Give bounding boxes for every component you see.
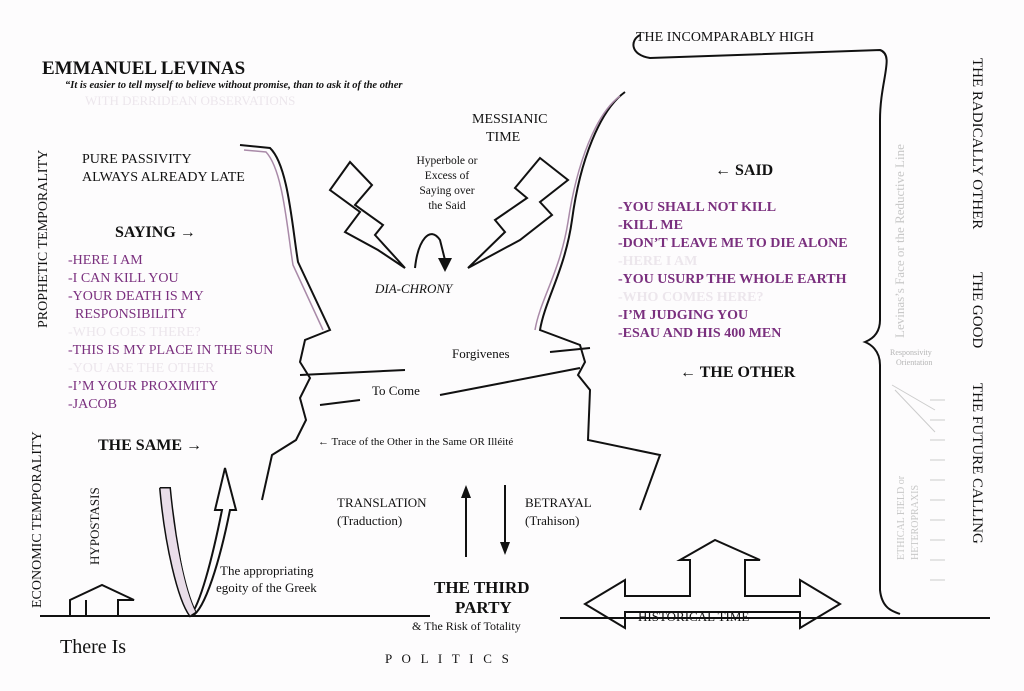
quote: “It is easier to tell myself to believe …	[65, 80, 403, 91]
historical-time-label: HISTORICAL TIME	[638, 609, 750, 624]
egoity-label: egoity of the Greek	[216, 580, 317, 595]
the-same-label: THE SAME →	[98, 437, 203, 454]
saying-list: -HERE I AM-I CAN KILL YOU-YOUR DEATH IS …	[68, 253, 274, 412]
orientation-label: Orientation	[896, 358, 933, 367]
future-calling-label: THE FUTURE CALLING	[969, 383, 985, 544]
radically-other-label: THE RADICALLY OTHER	[969, 58, 985, 230]
to-come-label: To Come	[372, 383, 420, 398]
face-reductive-line-label: Levinas’s Face or the Reductive Line	[892, 144, 907, 338]
messianic-label: MESSIANIC	[472, 112, 548, 127]
economic-temporality-label: ECONOMIC TEMPORALITY	[30, 431, 45, 608]
betrayal-label: BETRAYAL	[525, 495, 592, 510]
right-face-profile	[538, 91, 662, 511]
saying-label: SAYING →	[115, 224, 196, 241]
politics-label: P O L I T I C S	[385, 651, 509, 666]
ethical-field-label: ETHICAL FIELD or	[896, 475, 907, 560]
responsivity-label: Responsivity	[890, 348, 932, 357]
historical-time-arrow	[583, 538, 842, 630]
third-party-label: THE THIRD	[434, 578, 530, 597]
prophetic-temporality-label: PROPHETIC TEMPORALITY	[36, 149, 51, 328]
forgiveness-line	[299, 347, 591, 376]
forgiveness-label: Forgivenes	[452, 346, 510, 361]
the-other-label: ← THE OTHER	[680, 364, 796, 381]
trace-label: ← Trace of the Other in the Same OR Illé…	[318, 436, 514, 448]
to-come-line	[319, 367, 581, 406]
right-lightning-icon	[467, 156, 570, 269]
faint-subtitle: WITH DERRIDEAN OBSERVATIONS	[85, 93, 296, 108]
hypostasis-arrow	[69, 583, 135, 616]
there-is-label: There Is	[60, 636, 127, 658]
said-label: ← SAID	[715, 162, 774, 179]
page-title: EMMANUEL LEVINAS	[42, 58, 246, 79]
hypostasis-label: HYPOSTASIS	[87, 487, 102, 565]
left-face-profile	[239, 144, 332, 501]
the-good-label: THE GOOD	[969, 272, 985, 349]
diachrony-label: DIA-CHRONY	[375, 281, 453, 296]
incomparably-high-line	[632, 34, 901, 615]
appropriating-label: The appropriating	[220, 563, 314, 578]
left-lightning-icon	[328, 160, 406, 269]
said-list: -YOU SHALL NOT KILL-KILL ME-DON’T LEAVE …	[618, 200, 848, 341]
pure-passivity-label: PURE PASSIVITY	[82, 152, 192, 167]
time-label: TIME	[486, 130, 521, 145]
incomparably-high-label: THE INCOMPARABLY HIGH	[636, 30, 815, 45]
risk-of-totality-label: & The Risk of Totality	[412, 619, 521, 633]
party-label: PARTY	[455, 598, 512, 617]
translation-label: TRANSLATION	[337, 495, 427, 510]
always-late-label: ALWAYS ALREADY LATE	[82, 170, 245, 185]
heteropraxis-label: HETEROPRAXIS	[910, 484, 921, 560]
traduction-label: (Traduction)	[337, 513, 403, 528]
trahison-label: (Trahison)	[525, 513, 580, 528]
